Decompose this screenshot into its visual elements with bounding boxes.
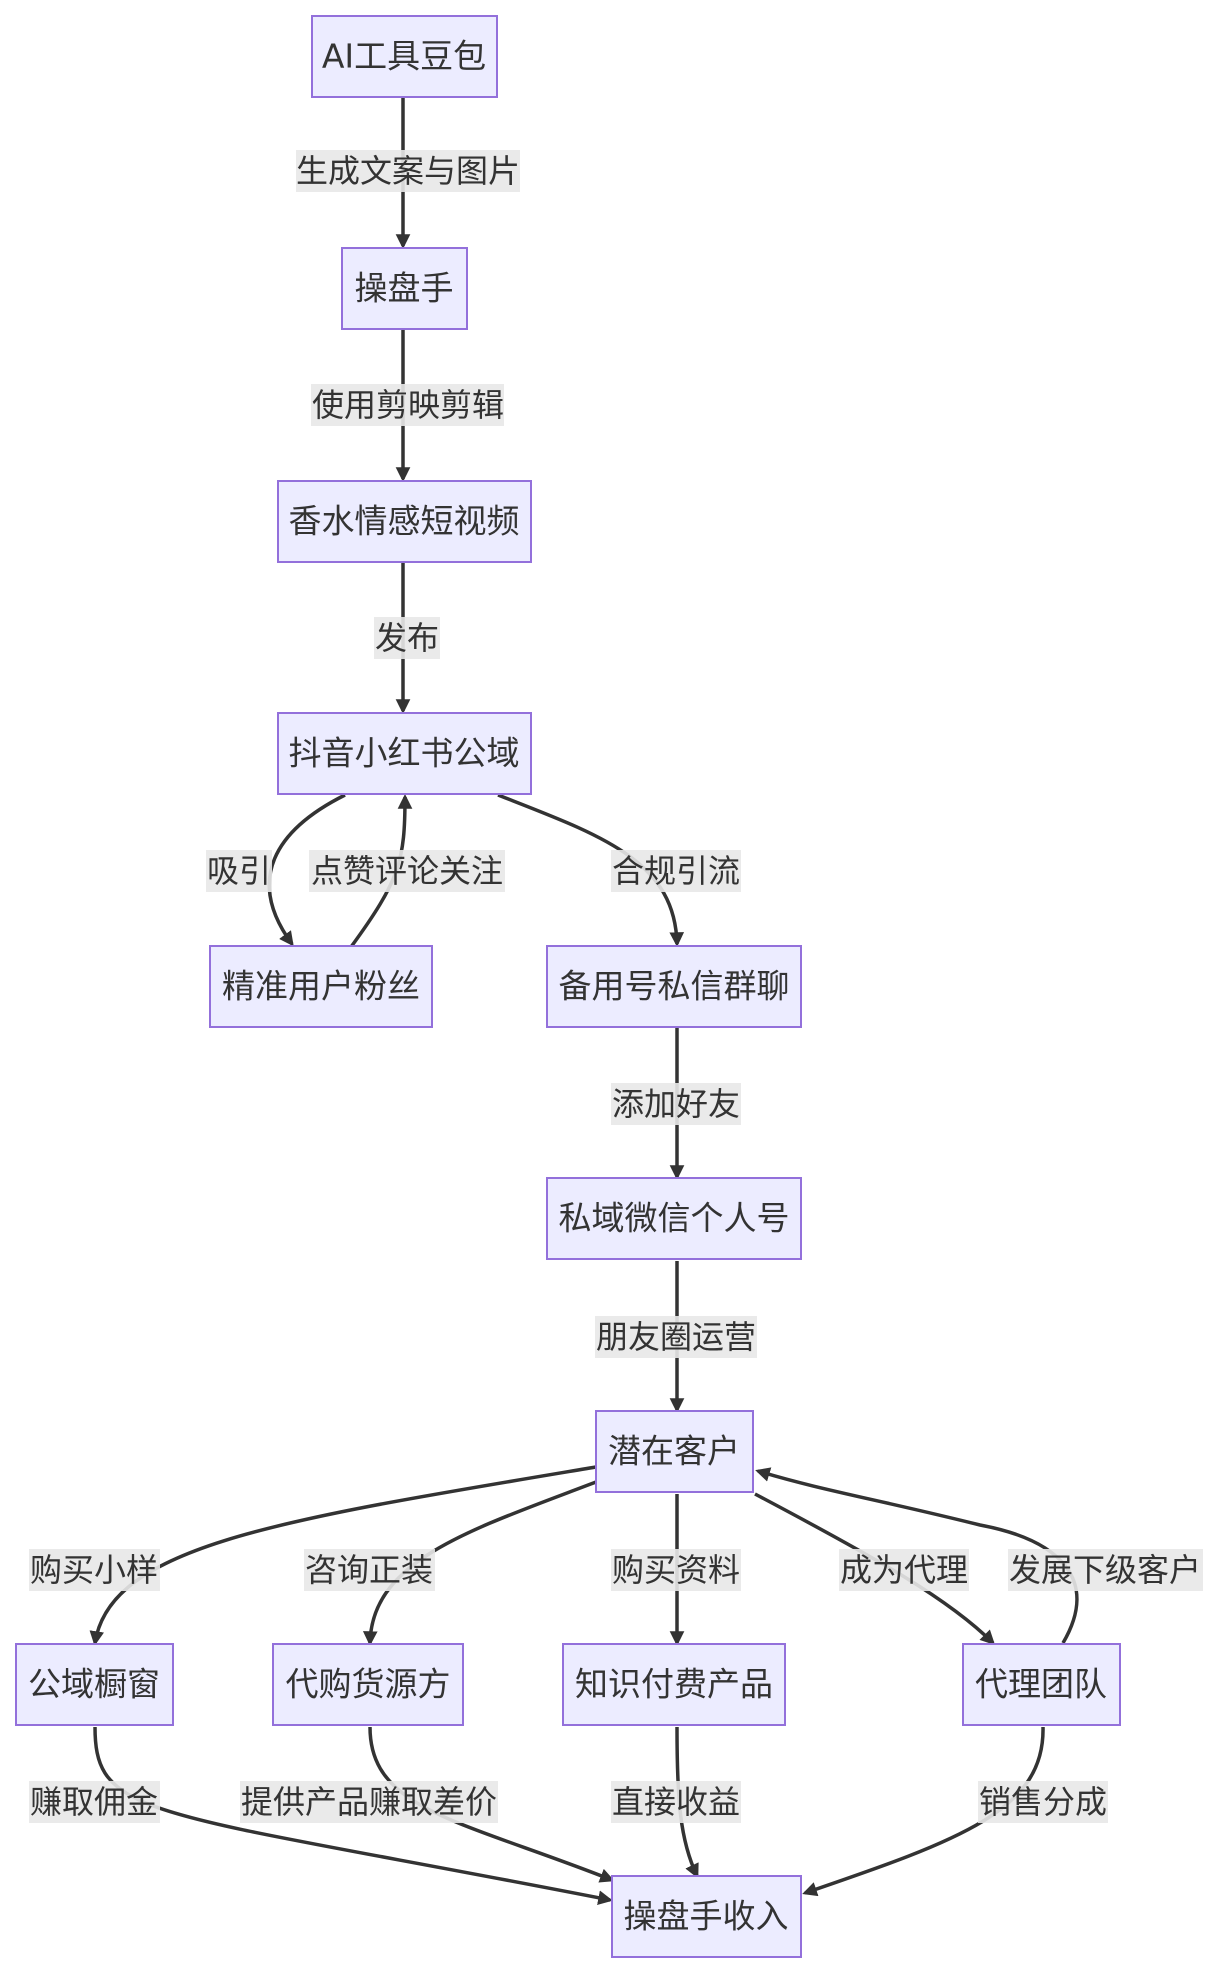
label-publish: 发布 (374, 617, 440, 659)
label-moments: 朋友圈运营 (595, 1316, 757, 1358)
label-edit-text: 使用剪映剪辑 (312, 386, 504, 424)
label-commission: 赚取佣金 (29, 1781, 160, 1823)
node-showcase[interactable]: 公域橱窗 (15, 1643, 174, 1726)
node-fans[interactable]: 精准用户粉丝 (209, 945, 433, 1028)
label-develop: 发展下级客户 (1008, 1549, 1203, 1591)
node-video-label: 香水情感短视频 (289, 502, 520, 541)
node-operator-label: 操盘手 (355, 269, 454, 308)
label-consult: 咨询正装 (304, 1549, 435, 1591)
label-engage: 点赞评论关注 (309, 850, 505, 892)
label-sales-share: 销售分成 (978, 1781, 1108, 1823)
label-commission-text: 赚取佣金 (30, 1783, 158, 1821)
label-buy-material: 购买资料 (611, 1549, 741, 1591)
node-potential-client[interactable]: 潜在客户 (595, 1410, 754, 1493)
label-add-friend-text: 添加好友 (612, 1085, 740, 1123)
node-knowledge-product[interactable]: 知识付费产品 (562, 1643, 786, 1726)
node-showcase-label: 公域橱窗 (28, 1665, 160, 1704)
node-purchasing-source-label: 代购货源方 (286, 1665, 451, 1704)
label-attract: 吸引 (206, 850, 272, 892)
node-backup-account[interactable]: 备用号私信群聊 (546, 945, 802, 1028)
node-public-domain-label: 抖音小红书公域 (289, 734, 520, 773)
label-become-agent-text: 成为代理 (840, 1551, 968, 1589)
node-agent-team-label: 代理团队 (975, 1665, 1107, 1704)
label-edit: 使用剪映剪辑 (311, 384, 504, 426)
node-ai-tool[interactable]: AI工具豆包 (311, 15, 498, 98)
label-engage-text: 点赞评论关注 (311, 852, 503, 890)
node-private-wechat[interactable]: 私域微信个人号 (546, 1177, 802, 1260)
label-supply-text: 提供产品赚取差价 (241, 1783, 497, 1821)
label-attract-text: 吸引 (207, 852, 271, 890)
node-operator-income[interactable]: 操盘手收入 (611, 1875, 802, 1958)
node-agent-team[interactable]: 代理团队 (962, 1643, 1121, 1726)
label-sales-share-text: 销售分成 (979, 1783, 1107, 1821)
label-develop-text: 发展下级客户 (1009, 1551, 1201, 1589)
nodes: AI工具豆包 操盘手 香水情感短视频 抖音小红书公域 精准用户粉丝 备用号私信群… (15, 15, 1121, 1958)
label-divert-text: 合规引流 (612, 852, 740, 890)
node-private-wechat-label: 私域微信个人号 (559, 1199, 790, 1238)
label-consult-text: 咨询正装 (305, 1551, 433, 1589)
edge-showcase-to-income (93, 1726, 613, 1905)
label-generate: 生成文案与图片 (296, 150, 520, 192)
label-buy-sample-text: 购买小样 (30, 1551, 158, 1589)
node-knowledge-product-label: 知识付费产品 (575, 1665, 773, 1704)
node-operator-income-label: 操盘手收入 (624, 1897, 789, 1936)
node-video[interactable]: 香水情感短视频 (277, 480, 532, 563)
label-supply: 提供产品赚取差价 (240, 1781, 498, 1823)
node-public-domain[interactable]: 抖音小红书公域 (277, 712, 532, 795)
edge-labels: 生成文案与图片 使用剪映剪辑 发布 吸引 点赞评论关注 合规引流 添加好友 朋 (29, 150, 1203, 1823)
node-backup-account-label: 备用号私信群聊 (559, 967, 790, 1006)
node-potential-client-label: 潜在客户 (608, 1432, 740, 1471)
label-buy-material-text: 购买资料 (612, 1551, 740, 1589)
label-become-agent: 成为代理 (839, 1549, 969, 1591)
node-purchasing-source[interactable]: 代购货源方 (272, 1643, 464, 1726)
label-buy-sample: 购买小样 (29, 1549, 160, 1591)
edge-public-to-fans (267, 793, 346, 947)
label-direct-text: 直接收益 (612, 1783, 740, 1821)
label-generate-text: 生成文案与图片 (296, 152, 520, 190)
label-publish-text: 发布 (375, 619, 439, 657)
node-ai-tool-label: AI工具豆包 (322, 37, 486, 76)
node-fans-label: 精准用户粉丝 (222, 967, 420, 1006)
edge-potential-to-purchasing (362, 1480, 597, 1646)
edge-potential-to-showcase (89, 1465, 597, 1646)
label-add-friend: 添加好友 (611, 1083, 741, 1125)
label-direct: 直接收益 (611, 1781, 741, 1823)
node-operator[interactable]: 操盘手 (341, 247, 468, 330)
label-moments-text: 朋友圈运营 (596, 1318, 756, 1356)
label-divert: 合规引流 (611, 850, 741, 892)
